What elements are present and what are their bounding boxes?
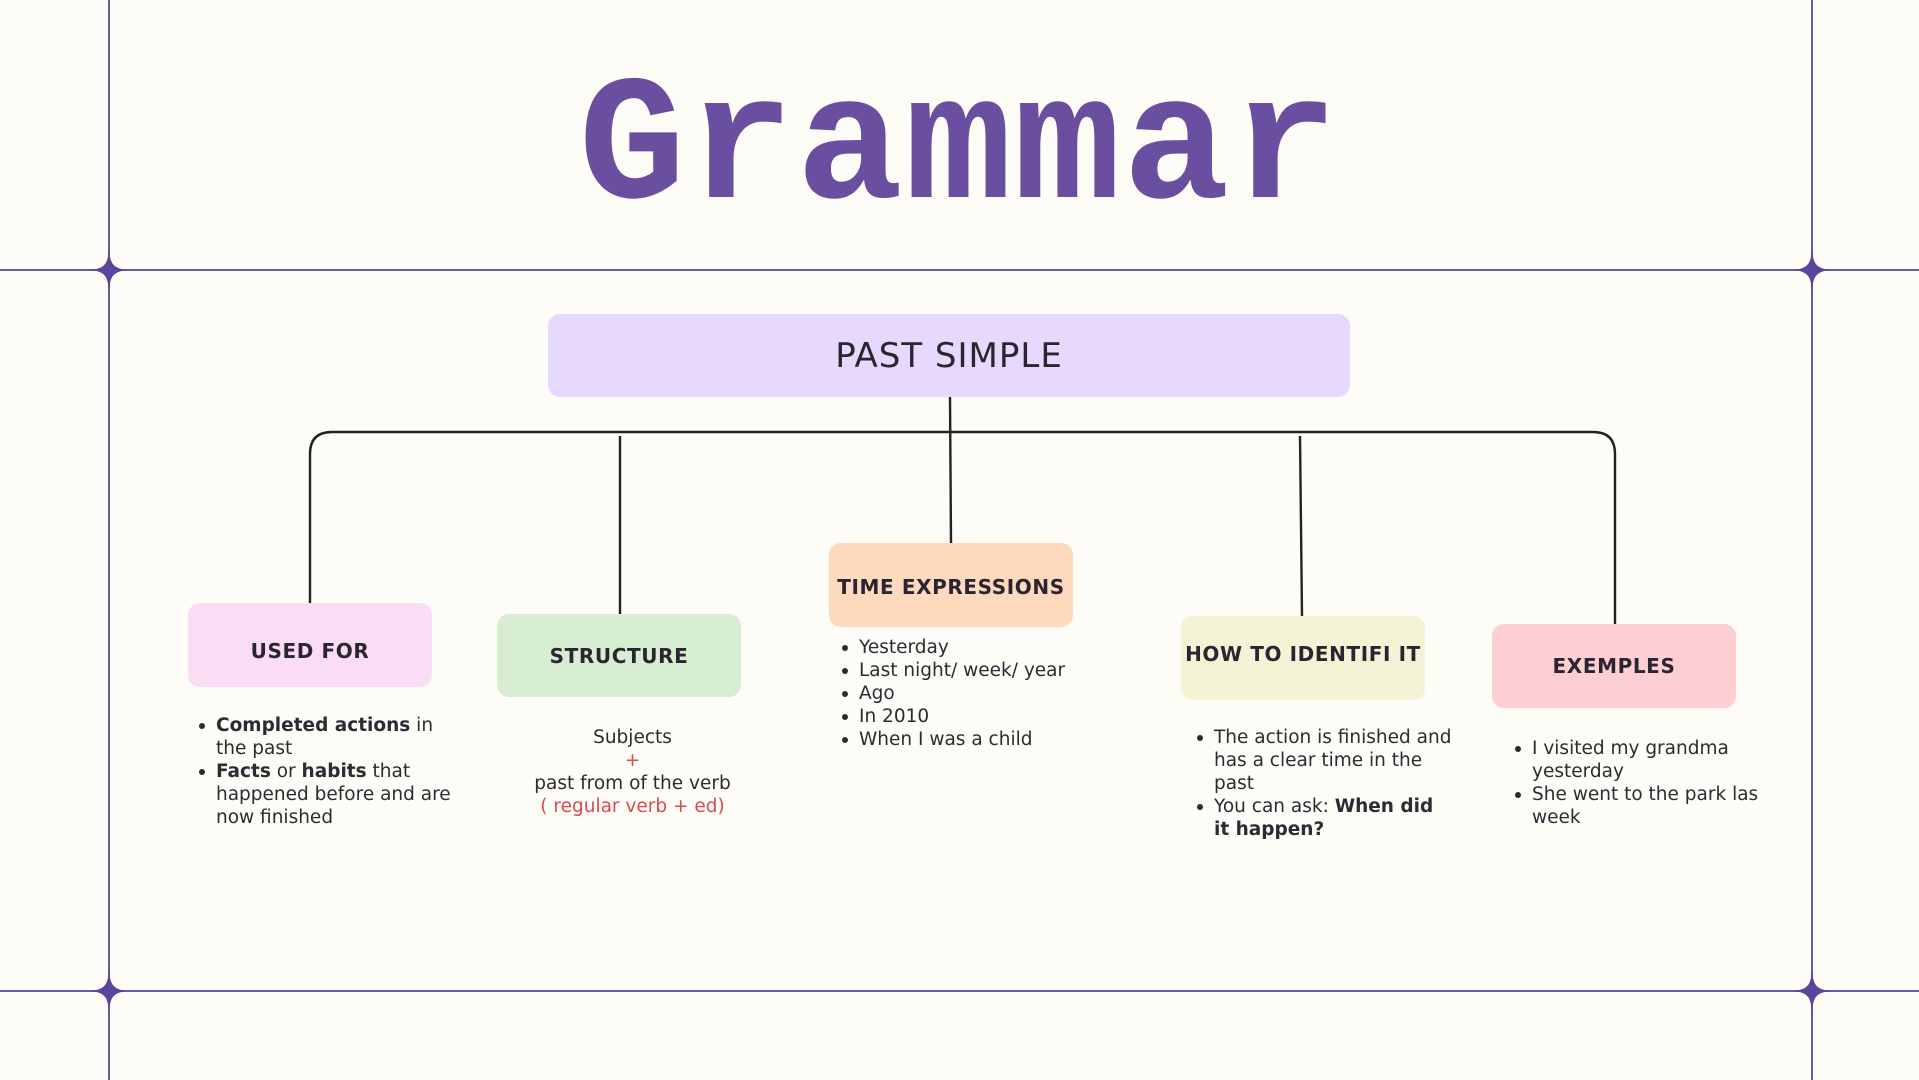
category-label: TIME EXPRESSIONS <box>837 575 1065 599</box>
category-used-for: USED FOR <box>188 603 432 687</box>
structure-subject: Subjects <box>593 727 672 748</box>
examples-details: I visited my grandma yesterday She went … <box>1512 737 1762 829</box>
grid-line-bottom <box>0 990 1919 992</box>
category-time-expressions: TIME EXPRESSIONS <box>829 543 1073 627</box>
structure-details: Subjects + past from of the verb ( regul… <box>500 726 765 818</box>
structure-note: ( regular verb + ed) <box>540 796 725 817</box>
list-item: The action is finished and has a clear t… <box>1197 726 1454 795</box>
category-how-to-identify: HOW TO IDENTIFI IT <box>1181 616 1425 700</box>
list-item: Facts or habits that happened before and… <box>199 760 456 829</box>
structure-verb: past from of the verb <box>534 773 731 794</box>
list-item: I visited my grandma yesterday <box>1515 737 1762 783</box>
list-item: She went to the park las week <box>1515 783 1762 829</box>
root-node-past-simple: PAST SIMPLE <box>548 314 1350 397</box>
category-structure: STRUCTURE <box>497 614 741 697</box>
star-icon <box>91 969 127 1013</box>
category-label: EXEMPLES <box>1552 654 1676 678</box>
category-examples: EXEMPLES <box>1492 624 1736 708</box>
list-item: Yesterday <box>842 636 1099 659</box>
used-for-details: Completed actions in the past Facts or h… <box>196 714 456 829</box>
list-item: Last night/ week/ year <box>842 659 1099 682</box>
page-title: Grammar <box>578 50 1341 251</box>
category-label: HOW TO IDENTIFI IT <box>1185 642 1421 666</box>
category-label: STRUCTURE <box>549 643 689 668</box>
time-expressions-details: Yesterday Last night/ week/ year Ago In … <box>839 636 1099 751</box>
structure-plus: + <box>624 750 641 771</box>
star-icon <box>1794 969 1830 1013</box>
grid-line-left <box>108 0 110 1080</box>
list-item: Ago <box>842 682 1099 705</box>
list-item: In 2010 <box>842 705 1099 728</box>
category-label: USED FOR <box>250 639 370 663</box>
root-node-label: PAST SIMPLE <box>835 335 1063 376</box>
grid-line-right <box>1811 0 1813 1080</box>
how-to-identify-details: The action is finished and has a clear t… <box>1194 726 1454 841</box>
list-item: When I was a child <box>842 728 1099 751</box>
list-item: You can ask: When did it happen? <box>1197 795 1454 841</box>
star-icon <box>1794 248 1830 292</box>
grid-line-top <box>0 269 1919 271</box>
list-item: Completed actions in the past <box>199 714 456 760</box>
star-icon <box>91 248 127 292</box>
